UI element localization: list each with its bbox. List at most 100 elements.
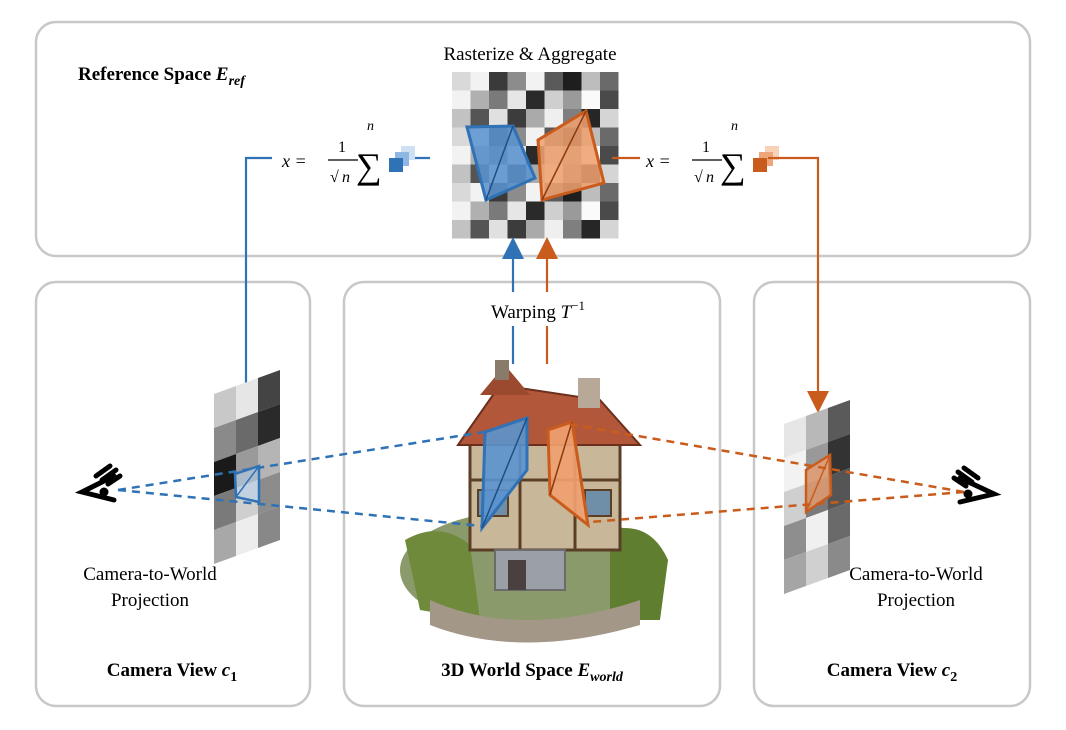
grid-cell	[236, 378, 258, 420]
camera-1-rays	[117, 430, 485, 528]
grid-cell	[784, 552, 806, 594]
svg-text:n: n	[342, 169, 350, 186]
grid-cell	[563, 220, 582, 239]
grid-cell	[600, 183, 619, 202]
orange-aggregation-formula: x = 1 √ n ∑ n	[645, 119, 779, 186]
grid-cell	[828, 536, 850, 578]
grid-cell	[507, 90, 526, 109]
world-blue-triangle	[480, 415, 529, 533]
grid-cell	[828, 400, 850, 442]
grid-cell	[489, 90, 508, 109]
grid-cell	[507, 201, 526, 220]
grid-cell	[489, 201, 508, 220]
grid-cell	[526, 90, 545, 109]
camera-view-2-title: Camera View c2	[827, 660, 957, 685]
grid-cell	[452, 146, 471, 165]
grid-cell	[600, 127, 619, 146]
camera-1-projected-triangle	[233, 464, 261, 504]
grid-cell	[581, 90, 600, 109]
central-orange-triangle	[536, 108, 606, 202]
camera-view-1-title: Camera View c1	[107, 660, 237, 685]
grid-cell	[452, 201, 471, 220]
grid-cell	[563, 201, 582, 220]
eye-icon-right	[951, 465, 1002, 505]
grid-cell	[489, 109, 508, 128]
grid-cell	[470, 201, 489, 220]
grid-cell	[600, 109, 619, 128]
svg-text:n: n	[367, 119, 374, 134]
camera-1-caption-line2: Projection	[111, 590, 190, 611]
grid-cell	[784, 416, 806, 458]
grid-cell	[452, 127, 471, 146]
grid-cell	[600, 164, 619, 183]
grid-cell	[544, 201, 563, 220]
grid-cell	[581, 72, 600, 91]
warping-label: Warping T−1	[491, 298, 585, 323]
svg-text:√: √	[330, 169, 339, 186]
grid-cell	[258, 404, 280, 446]
grid-cell	[470, 109, 489, 128]
grid-cell	[507, 72, 526, 91]
svg-text:1: 1	[338, 139, 346, 156]
grid-cell	[258, 506, 280, 548]
grid-cell	[507, 109, 526, 128]
grid-cell	[544, 72, 563, 91]
svg-text:x =: x =	[281, 151, 307, 171]
grid-cell	[600, 90, 619, 109]
grid-cell	[581, 220, 600, 239]
grid-cell	[452, 164, 471, 183]
grid-cell	[214, 454, 236, 496]
grid-cell	[470, 220, 489, 239]
grid-cell	[214, 522, 236, 564]
grid-cell	[806, 408, 828, 450]
grid-cell	[563, 90, 582, 109]
grid-cell	[784, 518, 806, 560]
grid-cell	[828, 502, 850, 544]
grid-cell	[452, 109, 471, 128]
grid-cell	[470, 72, 489, 91]
grid-cell	[600, 201, 619, 220]
rasterize-aggregate-label: Rasterize & Aggregate	[443, 44, 616, 65]
orange-connector-arrow	[612, 156, 818, 402]
grid-cell	[828, 434, 850, 476]
grid-cell	[214, 420, 236, 462]
world-space-title: 3D World Space Eworld	[441, 660, 624, 685]
eye-icon-left	[74, 463, 123, 503]
grid-cell	[806, 510, 828, 552]
svg-text:n: n	[731, 119, 738, 134]
blue-aggregation-formula: x = 1 √ n ∑ n	[281, 119, 415, 186]
camera-2-caption-line1: Camera-to-World	[849, 564, 983, 585]
camera-1-caption-line1: Camera-to-World	[83, 564, 217, 585]
grid-cell	[452, 220, 471, 239]
svg-text:1: 1	[702, 139, 710, 156]
svg-text:∑: ∑	[356, 146, 382, 186]
grid-cell	[828, 468, 850, 510]
grid-cell	[236, 412, 258, 454]
grid-cell	[452, 183, 471, 202]
grid-cell	[258, 438, 280, 480]
central-blue-triangle	[465, 124, 537, 203]
grid-cell	[526, 201, 545, 220]
grid-cell	[489, 220, 508, 239]
grid-cell	[600, 146, 619, 165]
reference-space-title: Reference Space Eref	[78, 64, 246, 89]
grid-cell	[214, 488, 236, 530]
grid-cell	[806, 544, 828, 586]
grid-cell	[507, 220, 526, 239]
svg-text:x =: x =	[645, 151, 671, 171]
grid-cell	[470, 90, 489, 109]
svg-text:∑: ∑	[720, 146, 746, 186]
world-orange-triangle	[546, 420, 591, 529]
grid-cell	[600, 220, 619, 239]
grid-cell	[581, 201, 600, 220]
grid-cell	[600, 72, 619, 91]
svg-text:√: √	[694, 169, 703, 186]
grid-cell	[544, 109, 563, 128]
camera-1-image-plane	[214, 370, 280, 564]
grid-cell	[236, 514, 258, 556]
grid-cell	[526, 220, 545, 239]
grid-cell	[784, 450, 806, 492]
grid-cell	[258, 370, 280, 412]
grid-cell	[452, 90, 471, 109]
